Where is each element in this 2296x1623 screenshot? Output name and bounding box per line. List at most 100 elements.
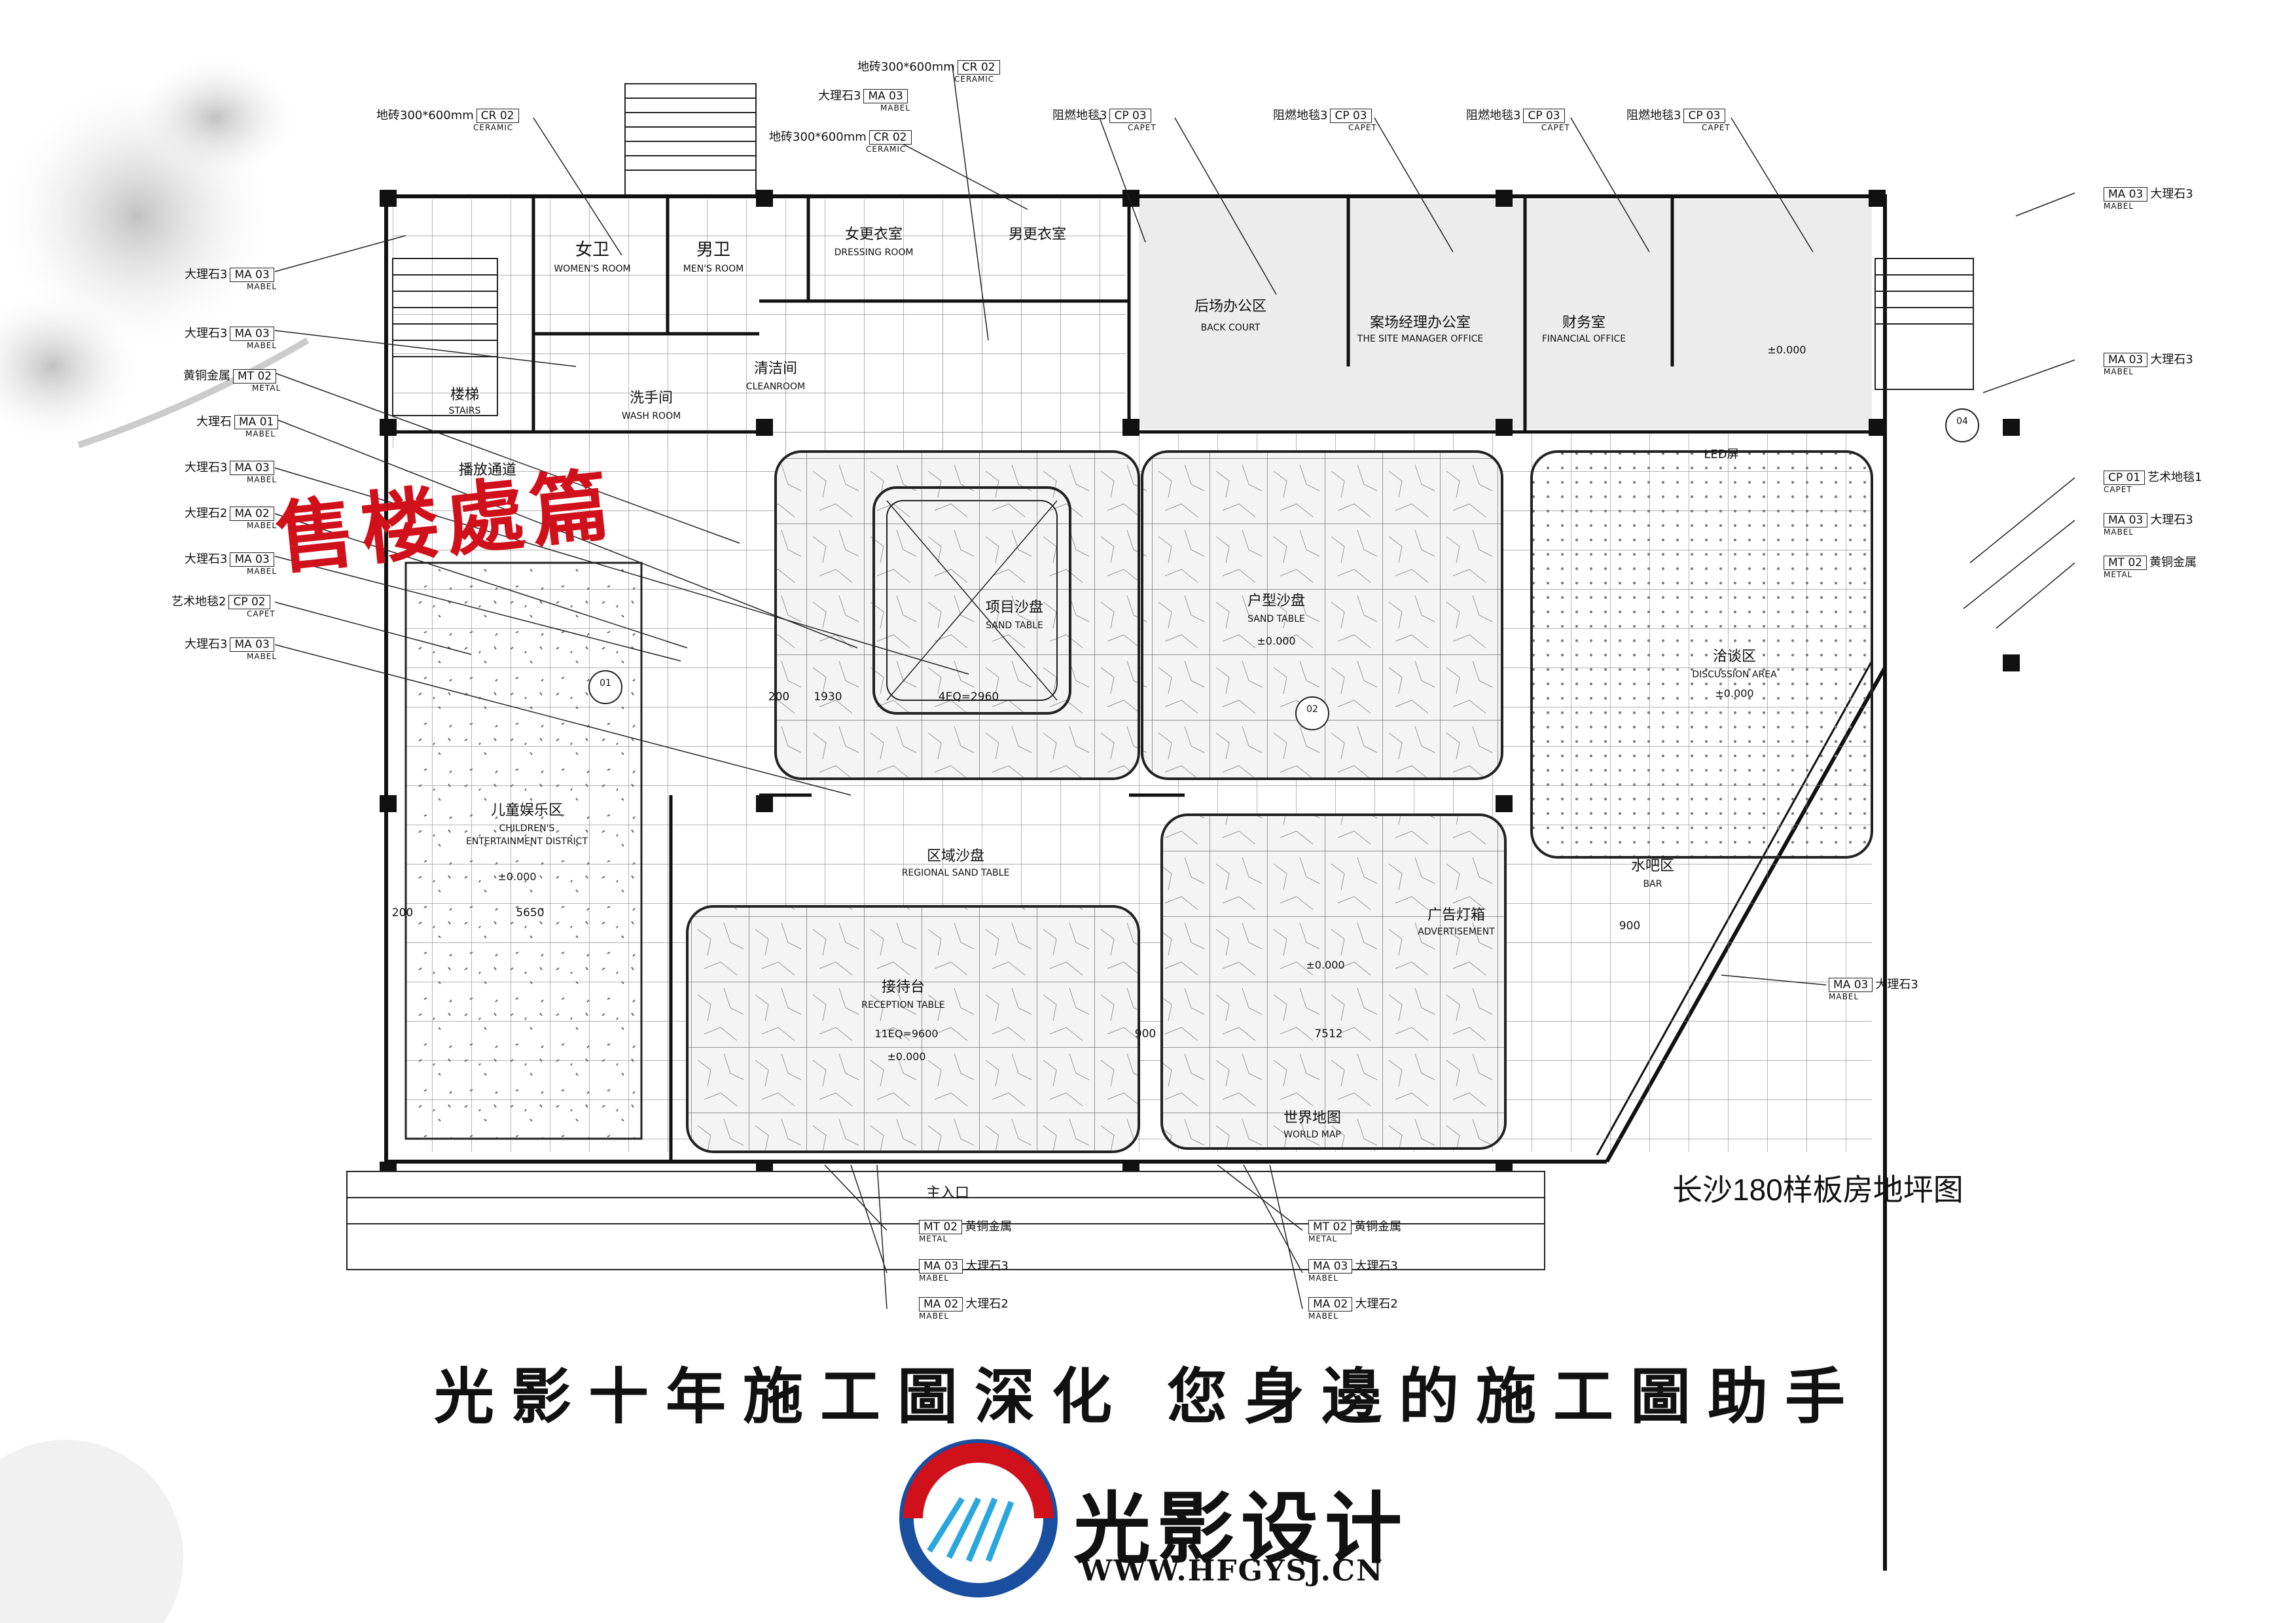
top-stair-steps [624, 83, 757, 196]
womens-room-label: 女卫 [575, 240, 609, 260]
ad-lamp-label: 广告灯箱 [1427, 907, 1485, 923]
brand-website: WWW.HFGYSJ.CN [1080, 1554, 1384, 1588]
womens-room-en: WOMEN'S ROOM [554, 264, 630, 274]
brand-logo-emblem [899, 1439, 1058, 1597]
dim-1930: 1930 [814, 690, 842, 704]
back-court-en: BACK COURT [1201, 323, 1261, 333]
site-manager-label: 案场经理办公室 [1370, 315, 1471, 331]
sand-table-label: 项目沙盘 [986, 599, 1043, 616]
stairs-right [1874, 258, 1974, 390]
children-level: ±0.000 [497, 870, 536, 883]
ad-lamp-en: ADVERTISEMENT [1418, 927, 1495, 937]
stairs-en: STAIRS [449, 406, 481, 416]
children-label: 儿童娱乐区 [491, 802, 563, 819]
drawing-title: 长沙180样板房地坪图 [1672, 1173, 1964, 1207]
discussion-en: DISCUSSION AREA [1692, 669, 1777, 680]
section-marker-02: 02 [1295, 696, 1329, 730]
svg-text:02: 02 [1306, 704, 1318, 715]
dim-5650: 5650 [516, 906, 544, 919]
financial-en: FINANCIAL OFFICE [1542, 334, 1626, 344]
dim-200-a: 200 [768, 690, 789, 704]
site-manager-en: THE SITE MANAGER OFFICE [1357, 334, 1483, 344]
reception-level: ±0.000 [887, 1050, 925, 1063]
sand-table-en: SAND TABLE [986, 620, 1043, 631]
reception-dim: 11EQ=9600 [874, 1027, 938, 1040]
children-area-zone [404, 562, 643, 1140]
house-sand-label: 户型沙盘 [1247, 593, 1305, 609]
womens-dressing-label: 女更衣室 [845, 226, 903, 243]
discussion-label: 洽谈区 [1713, 649, 1756, 665]
section-marker-04: 04 [1945, 408, 1979, 442]
reception-label: 接待台 [882, 979, 925, 995]
dim-200-b: 200 [392, 906, 413, 919]
discussion-area-zone [1530, 450, 1873, 859]
ink-blossom-decoration [0, 59, 310, 1623]
svg-text:04: 04 [1956, 416, 1968, 427]
mens-room-en: MEN'S ROOM [683, 264, 744, 274]
material-leader-lines [274, 65, 2075, 1310]
children-en: CHILDREN'S [499, 823, 555, 834]
stairs-left [392, 258, 498, 416]
children-en2: ENTERTAINMENT DISTRICT [466, 836, 588, 847]
clean-room-label: 清洁间 [754, 361, 797, 377]
reception-en: RECEPTION TABLE [861, 1000, 945, 1010]
ad-lamp-level: ±0.000 [1306, 959, 1344, 971]
financial-label: 财务室 [1562, 315, 1605, 331]
led-label: LED屏 [1704, 448, 1738, 461]
brand-name: 光影设计 [1073, 1484, 1409, 1574]
wash-room-label: 洗手间 [630, 390, 673, 406]
world-map-en: WORLD MAP [1283, 1130, 1341, 1140]
back-court-label: 后场办公区 [1194, 298, 1266, 315]
sand-table-model [872, 486, 1071, 715]
project-sand-table-zone [774, 450, 1140, 780]
mens-room-label: 男卫 [696, 240, 730, 260]
womens-dressing-en: DRESSING ROOM [834, 247, 914, 258]
dim-900-bar: 900 [1619, 919, 1640, 933]
regional-en: REGIONAL SAND TABLE [902, 868, 1010, 878]
clean-room-en: CLEANROOM [746, 382, 805, 392]
mens-dressing-label: 男更衣室 [1009, 226, 1066, 243]
ad-lamp-zone [1160, 813, 1507, 1150]
office-floor-back-court [1139, 200, 1872, 429]
slogan: 光影十年施工圖深化 您身邊的施工圖助手 [433, 1361, 1863, 1432]
bar-label: 水吧区 [1631, 858, 1674, 874]
aisle-label: 播放通道 [459, 462, 516, 478]
world-map-label: 世界地图 [1283, 1110, 1341, 1126]
bar-en: BAR [1643, 879, 1662, 889]
house-sand-table-zone [1141, 450, 1503, 780]
svg-text:01: 01 [600, 678, 611, 688]
dim-7512: 7512 [1314, 1027, 1342, 1041]
section-marker-01: 01 [588, 670, 622, 704]
house-sand-level: ±0.000 [1257, 635, 1295, 647]
dim-4eq: 4EQ=2960 [939, 690, 999, 704]
entrance-label: 主入口 [926, 1185, 969, 1202]
